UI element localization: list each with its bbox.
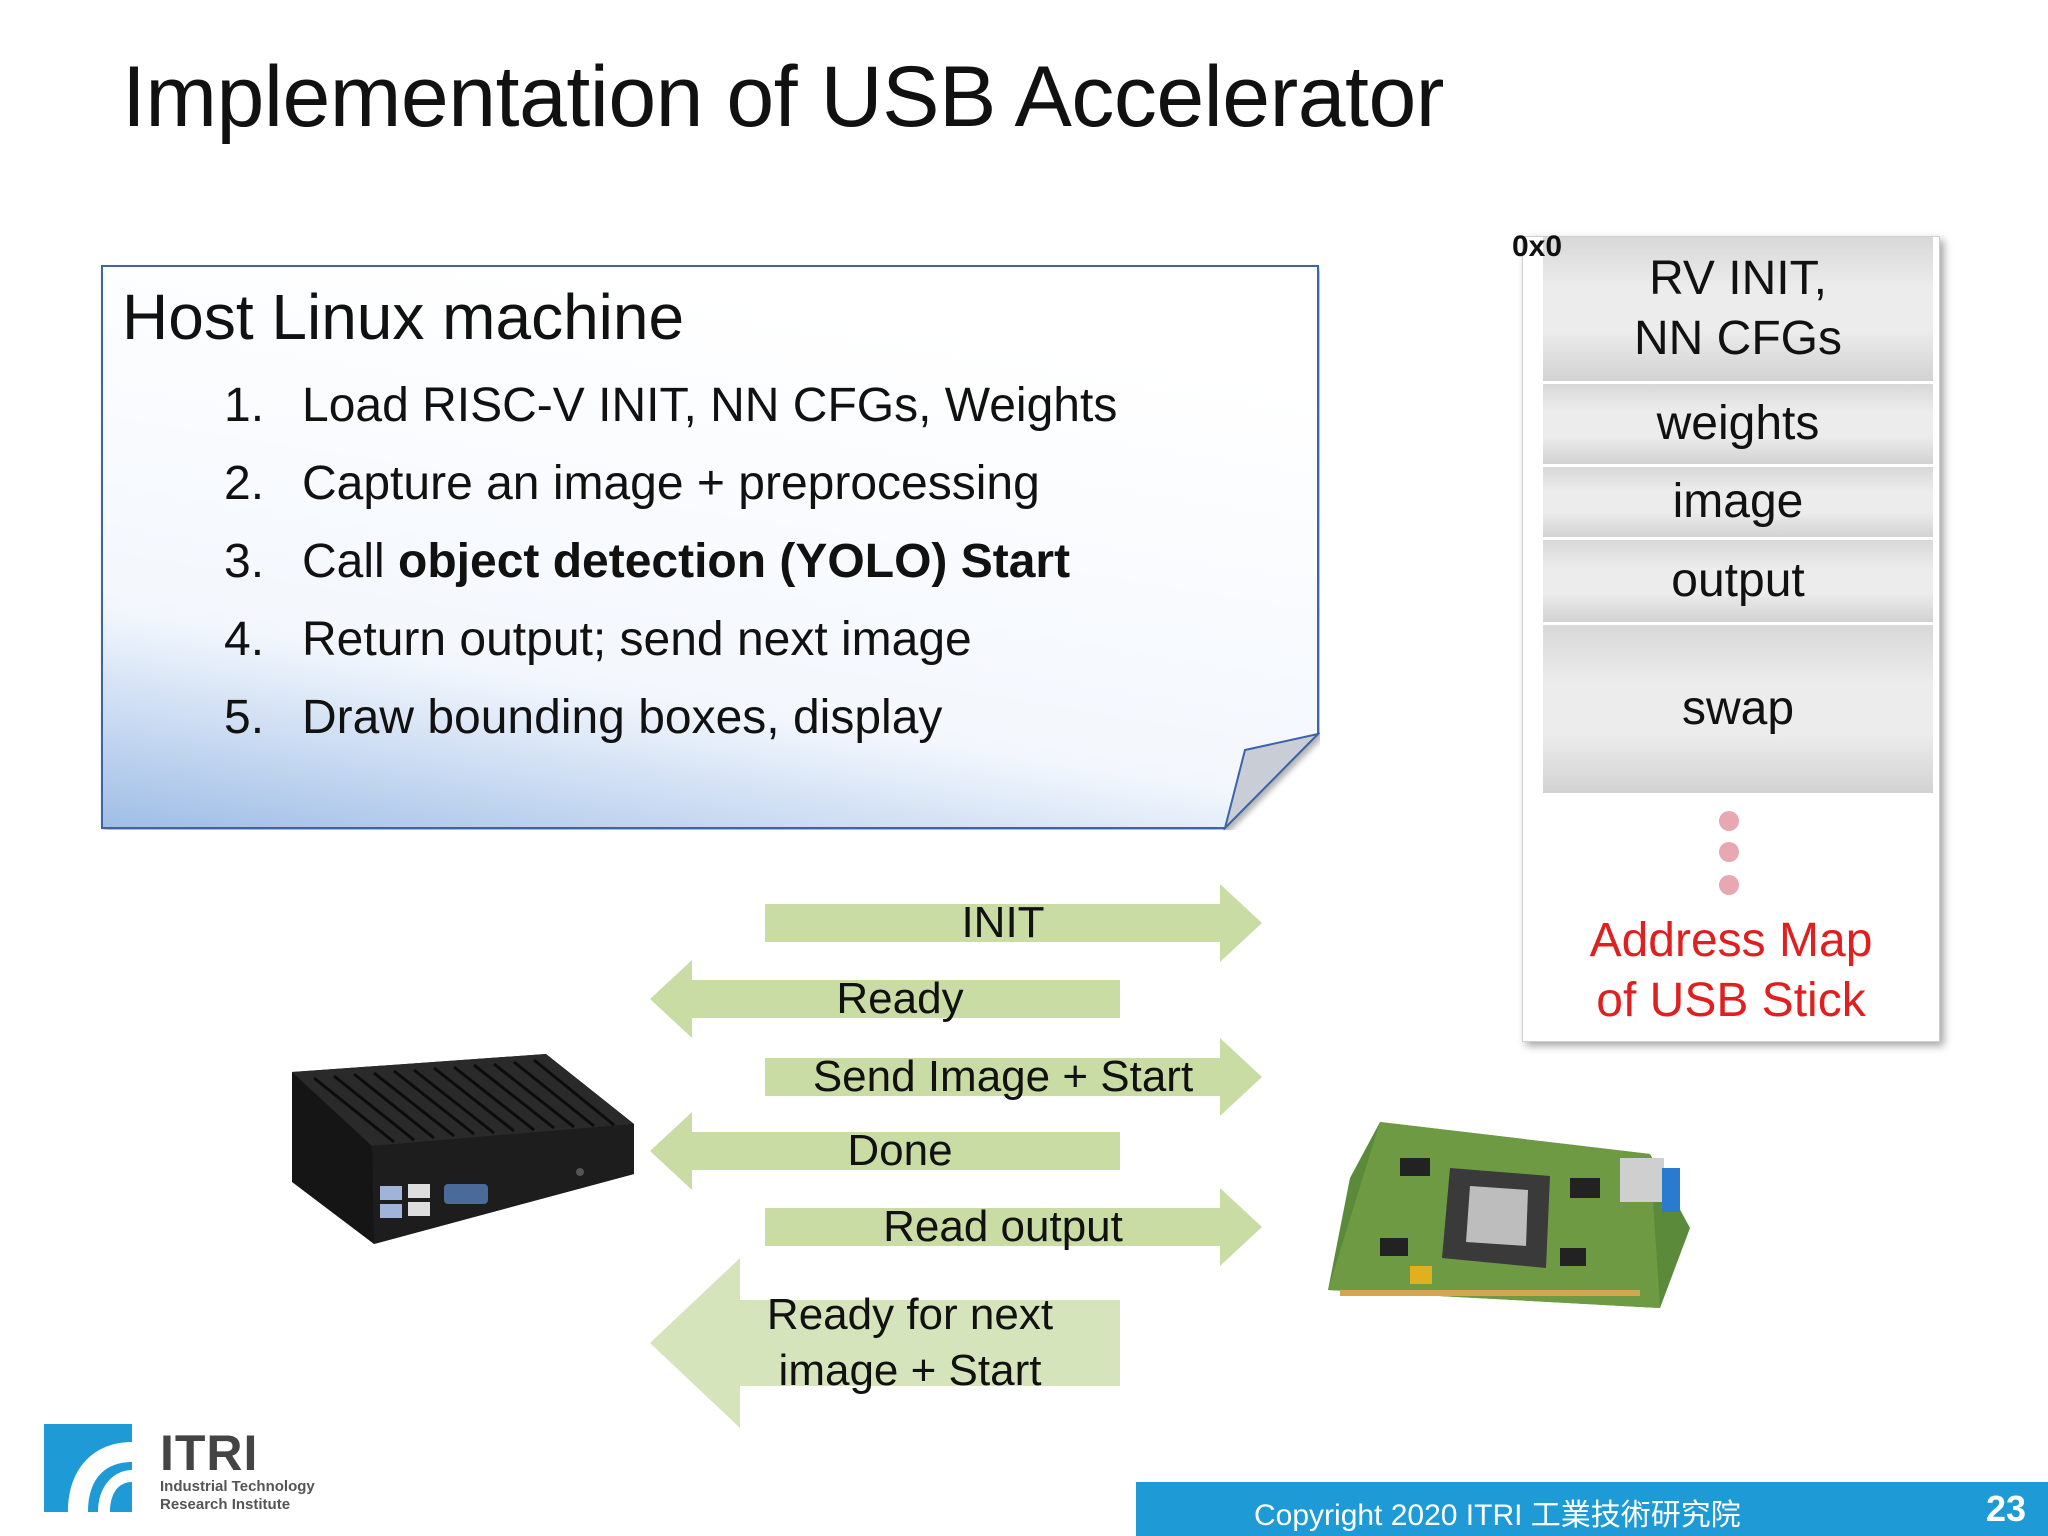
segment-label: RV INIT, NN CFGs bbox=[1634, 252, 1842, 365]
segment-label: image bbox=[1672, 475, 1804, 528]
arrow-ready-next bbox=[650, 1258, 1120, 1428]
message-ready-next-line1: Ready for next bbox=[766, 1290, 1054, 1339]
step-number: 2. bbox=[224, 457, 265, 510]
segment-label: swap bbox=[1681, 682, 1795, 735]
step-bold-text: object detection (YOLO) Start bbox=[398, 535, 1071, 588]
ellipsis-dot bbox=[1719, 842, 1739, 862]
step-number: 3. bbox=[224, 535, 265, 588]
step-text: Return output; send next image bbox=[302, 613, 972, 666]
message-done-label: Done bbox=[847, 1126, 953, 1175]
itri-logo-icon bbox=[44, 1424, 132, 1512]
message-ready-next-line2: image + Start bbox=[778, 1346, 1042, 1395]
step-text: Capture an image + preprocessing bbox=[302, 457, 1040, 510]
message-send-image-label: Send Image + Start bbox=[812, 1052, 1194, 1101]
itri-logo-subtitle-line1: Industrial Technology bbox=[160, 1478, 315, 1495]
host-note-box bbox=[100, 264, 1320, 830]
itri-logo-name: ITRI bbox=[160, 1425, 259, 1481]
arrow-init bbox=[765, 884, 1262, 962]
slide-title: Implementation of USB Accelerator bbox=[122, 49, 1444, 145]
step-2: 2. Capture an image + preprocessing bbox=[224, 456, 1274, 516]
segment-weights: weights bbox=[1543, 384, 1933, 467]
message-ready-label: Ready bbox=[836, 974, 964, 1023]
address-map-caption-line2: of USB Stick bbox=[1596, 974, 1866, 1027]
mini-pc-image bbox=[292, 1054, 634, 1244]
footer-bar bbox=[1136, 1482, 2048, 1536]
segment-label: output bbox=[1671, 554, 1805, 607]
itri-logo-subtitle-line2: Research Institute bbox=[160, 1496, 291, 1513]
segment-image: image bbox=[1543, 467, 1933, 540]
step-5: 5. Draw bounding boxes, display bbox=[224, 690, 1274, 750]
segment-swap: swap bbox=[1543, 625, 1933, 796]
step-number: 1. bbox=[224, 379, 265, 432]
step-number: 5. bbox=[224, 691, 265, 744]
host-title: Host Linux machine bbox=[122, 281, 685, 353]
step-text: Call bbox=[302, 535, 399, 588]
address-map-caption-line1: Address Map bbox=[1589, 914, 1873, 967]
ellipsis-dot bbox=[1719, 811, 1739, 831]
step-text: Draw bounding boxes, display bbox=[302, 691, 943, 744]
segment-label: weights bbox=[1656, 397, 1820, 450]
ellipsis-dot bbox=[1719, 875, 1739, 895]
start-address-label: 0x0 bbox=[1512, 230, 1563, 263]
itri-logo-subtitle: Industrial Technology Research Institute bbox=[160, 1478, 315, 1514]
segment-output: output bbox=[1543, 540, 1933, 625]
usb-board-image bbox=[1328, 1122, 1690, 1308]
message-init-label: INIT bbox=[961, 898, 1045, 947]
page-number: 23 bbox=[1986, 1488, 2027, 1529]
step-4: 4. Return output; send next image bbox=[224, 612, 1274, 672]
step-text: Load RISC-V INIT, NN CFGs, Weights bbox=[302, 379, 1118, 432]
note-shape bbox=[101, 265, 1320, 830]
arrow-done bbox=[650, 1112, 1120, 1190]
segment-rv-init: RV INIT, NN CFGs bbox=[1543, 237, 1933, 384]
arrow-ready bbox=[650, 960, 1120, 1038]
step-number: 4. bbox=[224, 613, 265, 666]
arrow-send-image bbox=[765, 1038, 1262, 1116]
message-read-output-label: Read output bbox=[883, 1202, 1123, 1251]
step-1: 1. Load RISC-V INIT, NN CFGs, Weights bbox=[224, 378, 1274, 438]
step-text-wrapper: Call object detection (YOLO) Start bbox=[302, 534, 1070, 589]
step-3: 3. Call object detection (YOLO) Start bbox=[224, 534, 1274, 594]
copyright-text: Copyright 2020 ITRI 工業技術研究院 bbox=[1254, 1499, 1741, 1532]
address-map-panel: RV INIT, NN CFGs weights image output sw… bbox=[1522, 236, 1940, 1042]
arrow-read-output bbox=[765, 1188, 1262, 1266]
